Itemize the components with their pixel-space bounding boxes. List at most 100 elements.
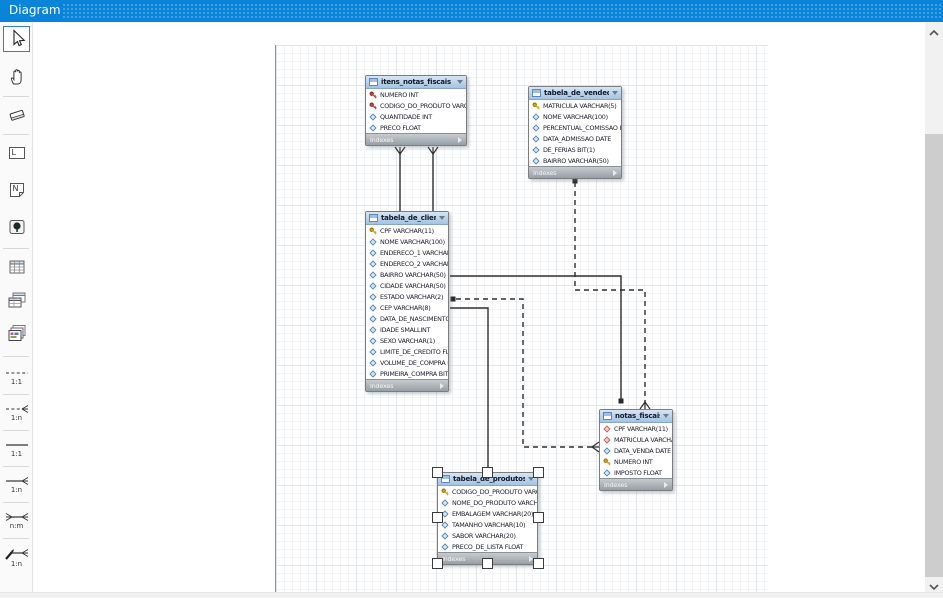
table-column-row[interactable]: CODIGO_DO_PRODUTO VARCHAR(10) (366, 100, 466, 111)
tool-note[interactable]: N (3, 177, 30, 203)
collapse-caret-icon[interactable] (528, 477, 534, 481)
table-column-row[interactable]: PRECO_DE_LISTA FLOAT (438, 541, 537, 552)
entity-table-tabela_de_vendedores[interactable]: tabela_de_vendedores MATRICULA VARCHAR(5… (528, 86, 622, 179)
expand-caret-icon (440, 382, 444, 389)
selection-handle[interactable] (431, 512, 443, 523)
column-definition: MATRICULA VARCHAR(5) (543, 101, 617, 110)
table-column-row[interactable]: TAMANHO VARCHAR(10) (438, 519, 537, 530)
tool-rel-1-n-identifying[interactable]: 1:n (3, 470, 30, 500)
column-diamond-icon (369, 248, 377, 257)
tool-pan[interactable] (3, 64, 30, 90)
table-column-row[interactable]: SABOR VARCHAR(20) (438, 530, 537, 541)
table-column-row[interactable]: ESTADO VARCHAR(2) (366, 291, 448, 302)
tool-table[interactable] (3, 254, 30, 280)
table-column-row[interactable]: DATA_ADMISSAO DATE (529, 133, 621, 144)
selection-handle[interactable] (532, 512, 544, 523)
scroll-down-button[interactable] (925, 576, 943, 593)
table-column-row[interactable]: CPF VARCHAR(11) (366, 225, 448, 236)
collapse-caret-icon[interactable] (439, 216, 445, 220)
tool-rel-1-n-non-identifying[interactable]: 1:n (3, 398, 30, 428)
selection-handle[interactable] (532, 557, 544, 569)
tool-view[interactable] (3, 287, 30, 313)
table-column-row[interactable]: PERCENTUAL_COMISSAO FLOAT (529, 122, 621, 133)
column-definition: CEP VARCHAR(8) (380, 303, 431, 312)
table-column-row[interactable]: IDADE SMALLINT (366, 324, 448, 335)
table-column-row[interactable]: QUANTIDADE INT (366, 111, 466, 122)
table-column-row[interactable]: ENDERECO_2 VARCHAR(150) (366, 258, 448, 269)
tool-select[interactable] (3, 26, 30, 52)
vertical-scrollbar-thumb[interactable] (925, 134, 943, 577)
horizontal-scrollbar[interactable] (0, 592, 943, 598)
column-definition: DATA_DE_NASCIMENTO DATE (380, 314, 448, 323)
table-column-row[interactable]: CIDADE VARCHAR(50) (366, 280, 448, 291)
selection-handle[interactable] (431, 557, 443, 569)
indexes-label: Indexes (370, 381, 394, 390)
entity-table-header[interactable]: tabela_de_produtos (438, 473, 537, 486)
selection-handle[interactable] (532, 466, 544, 478)
tool-routine-group[interactable] (3, 320, 30, 346)
entity-table-footer[interactable]: Indexes (600, 478, 672, 490)
table-column-row[interactable]: EMBALAGEM VARCHAR(20) (438, 508, 537, 519)
expand-caret-icon (664, 481, 668, 488)
table-column-row[interactable]: PRECO FLOAT (366, 122, 466, 133)
entity-table-header[interactable]: tabela_de_vendedores (529, 87, 621, 100)
fk-diamond-icon (603, 424, 611, 433)
entity-table-header[interactable]: notas_fiscais (600, 410, 672, 423)
column-definition: MATRICULA VARCHAR(5) (614, 435, 672, 444)
entity-table-footer[interactable]: Indexes (366, 133, 466, 145)
table-column-row[interactable]: DE_FERIAS BIT(1) (529, 144, 621, 155)
indexes-label: Indexes (370, 135, 394, 144)
entity-table-tabela_de_produtos[interactable]: tabela_de_produtos CODIGO_DO_PRODUTO VAR… (437, 472, 538, 565)
column-definition: CIDADE VARCHAR(50) (380, 281, 446, 290)
table-column-row[interactable]: CODIGO_DO_PRODUTO VARCHAR(10) (438, 486, 537, 497)
tool-image[interactable] (3, 214, 30, 240)
tool-layer[interactable]: L (3, 140, 30, 166)
entity-table-header[interactable]: itens_notas_fiscais (366, 76, 466, 89)
tool-rel-1-1-identifying[interactable]: 1:1 (3, 434, 30, 464)
table-column-row[interactable]: VOLUME_DE_COMPRA FLOAT (366, 357, 448, 368)
table-column-row[interactable]: NUMERO INT (366, 89, 466, 100)
column-diamond-icon (441, 509, 449, 518)
table-column-row[interactable]: PRIMEIRA_COMPRA BIT(1) (366, 368, 448, 379)
table-column-row[interactable]: ENDERECO_1 VARCHAR(150) (366, 247, 448, 258)
collapse-caret-icon[interactable] (663, 414, 669, 418)
table-column-row[interactable]: CEP VARCHAR(8) (366, 302, 448, 313)
table-column-row[interactable]: DATA_DE_NASCIMENTO DATE (366, 313, 448, 324)
table-column-row[interactable]: MATRICULA VARCHAR(5) (529, 100, 621, 111)
column-diamond-icon (369, 259, 377, 268)
selection-handle[interactable] (431, 466, 443, 478)
entity-table-tabela_de_clientes[interactable]: tabela_de_clientes CPF VARCHAR(11)NOME V… (365, 211, 449, 392)
table-column-row[interactable]: NUMERO INT (600, 456, 672, 467)
tool-rel-1-n-existing-columns[interactable]: 1:n (3, 542, 30, 572)
table-column-row[interactable]: IMPOSTO FLOAT (600, 467, 672, 478)
tool-rel-1-1-non-identifying[interactable]: 1:1 (3, 362, 30, 392)
pk-key-icon (532, 102, 540, 110)
table-column-row[interactable]: MATRICULA VARCHAR(5) (600, 434, 672, 445)
selection-handle[interactable] (482, 557, 493, 569)
table-column-row[interactable]: LIMITE_DE_CREDITO FLOAT (366, 346, 448, 357)
table-column-row[interactable]: BAIRRO VARCHAR(50) (366, 269, 448, 280)
entity-table-header[interactable]: tabela_de_clientes (366, 212, 448, 225)
table-column-row[interactable]: BAIRRO VARCHAR(50) (529, 155, 621, 166)
tool-rel-n-m-identifying[interactable]: n:m (3, 506, 30, 536)
entity-table-notas_fiscais[interactable]: notas_fiscais CPF VARCHAR(11)MATRICULA V… (599, 409, 673, 491)
entity-table-footer[interactable]: Indexes (366, 379, 448, 391)
table-icon (441, 475, 450, 483)
entity-table-footer[interactable]: Indexes (529, 166, 621, 178)
table-column-row[interactable]: NOME VARCHAR(100) (366, 236, 448, 247)
entity-table-title: tabela_de_produtos (453, 475, 525, 483)
table-column-row[interactable]: NOME_DO_PRODUTO VARCHAR(50) (438, 497, 537, 508)
tool-delete[interactable] (3, 102, 30, 128)
table-column-row[interactable]: CPF VARCHAR(11) (600, 423, 672, 434)
collapse-caret-icon[interactable] (457, 80, 463, 84)
column-definition: LIMITE_DE_CREDITO FLOAT (380, 347, 448, 356)
column-diamond-icon (369, 281, 377, 290)
table-column-row[interactable]: DATA_VENDA DATE (600, 445, 672, 456)
table-column-row[interactable]: NOME VARCHAR(100) (529, 111, 621, 122)
scroll-up-button[interactable] (925, 22, 943, 39)
collapse-caret-icon[interactable] (612, 91, 618, 95)
vertical-scrollbar[interactable] (925, 22, 943, 593)
table-column-row[interactable]: SEXO VARCHAR(1) (366, 335, 448, 346)
selection-handle[interactable] (482, 466, 493, 478)
